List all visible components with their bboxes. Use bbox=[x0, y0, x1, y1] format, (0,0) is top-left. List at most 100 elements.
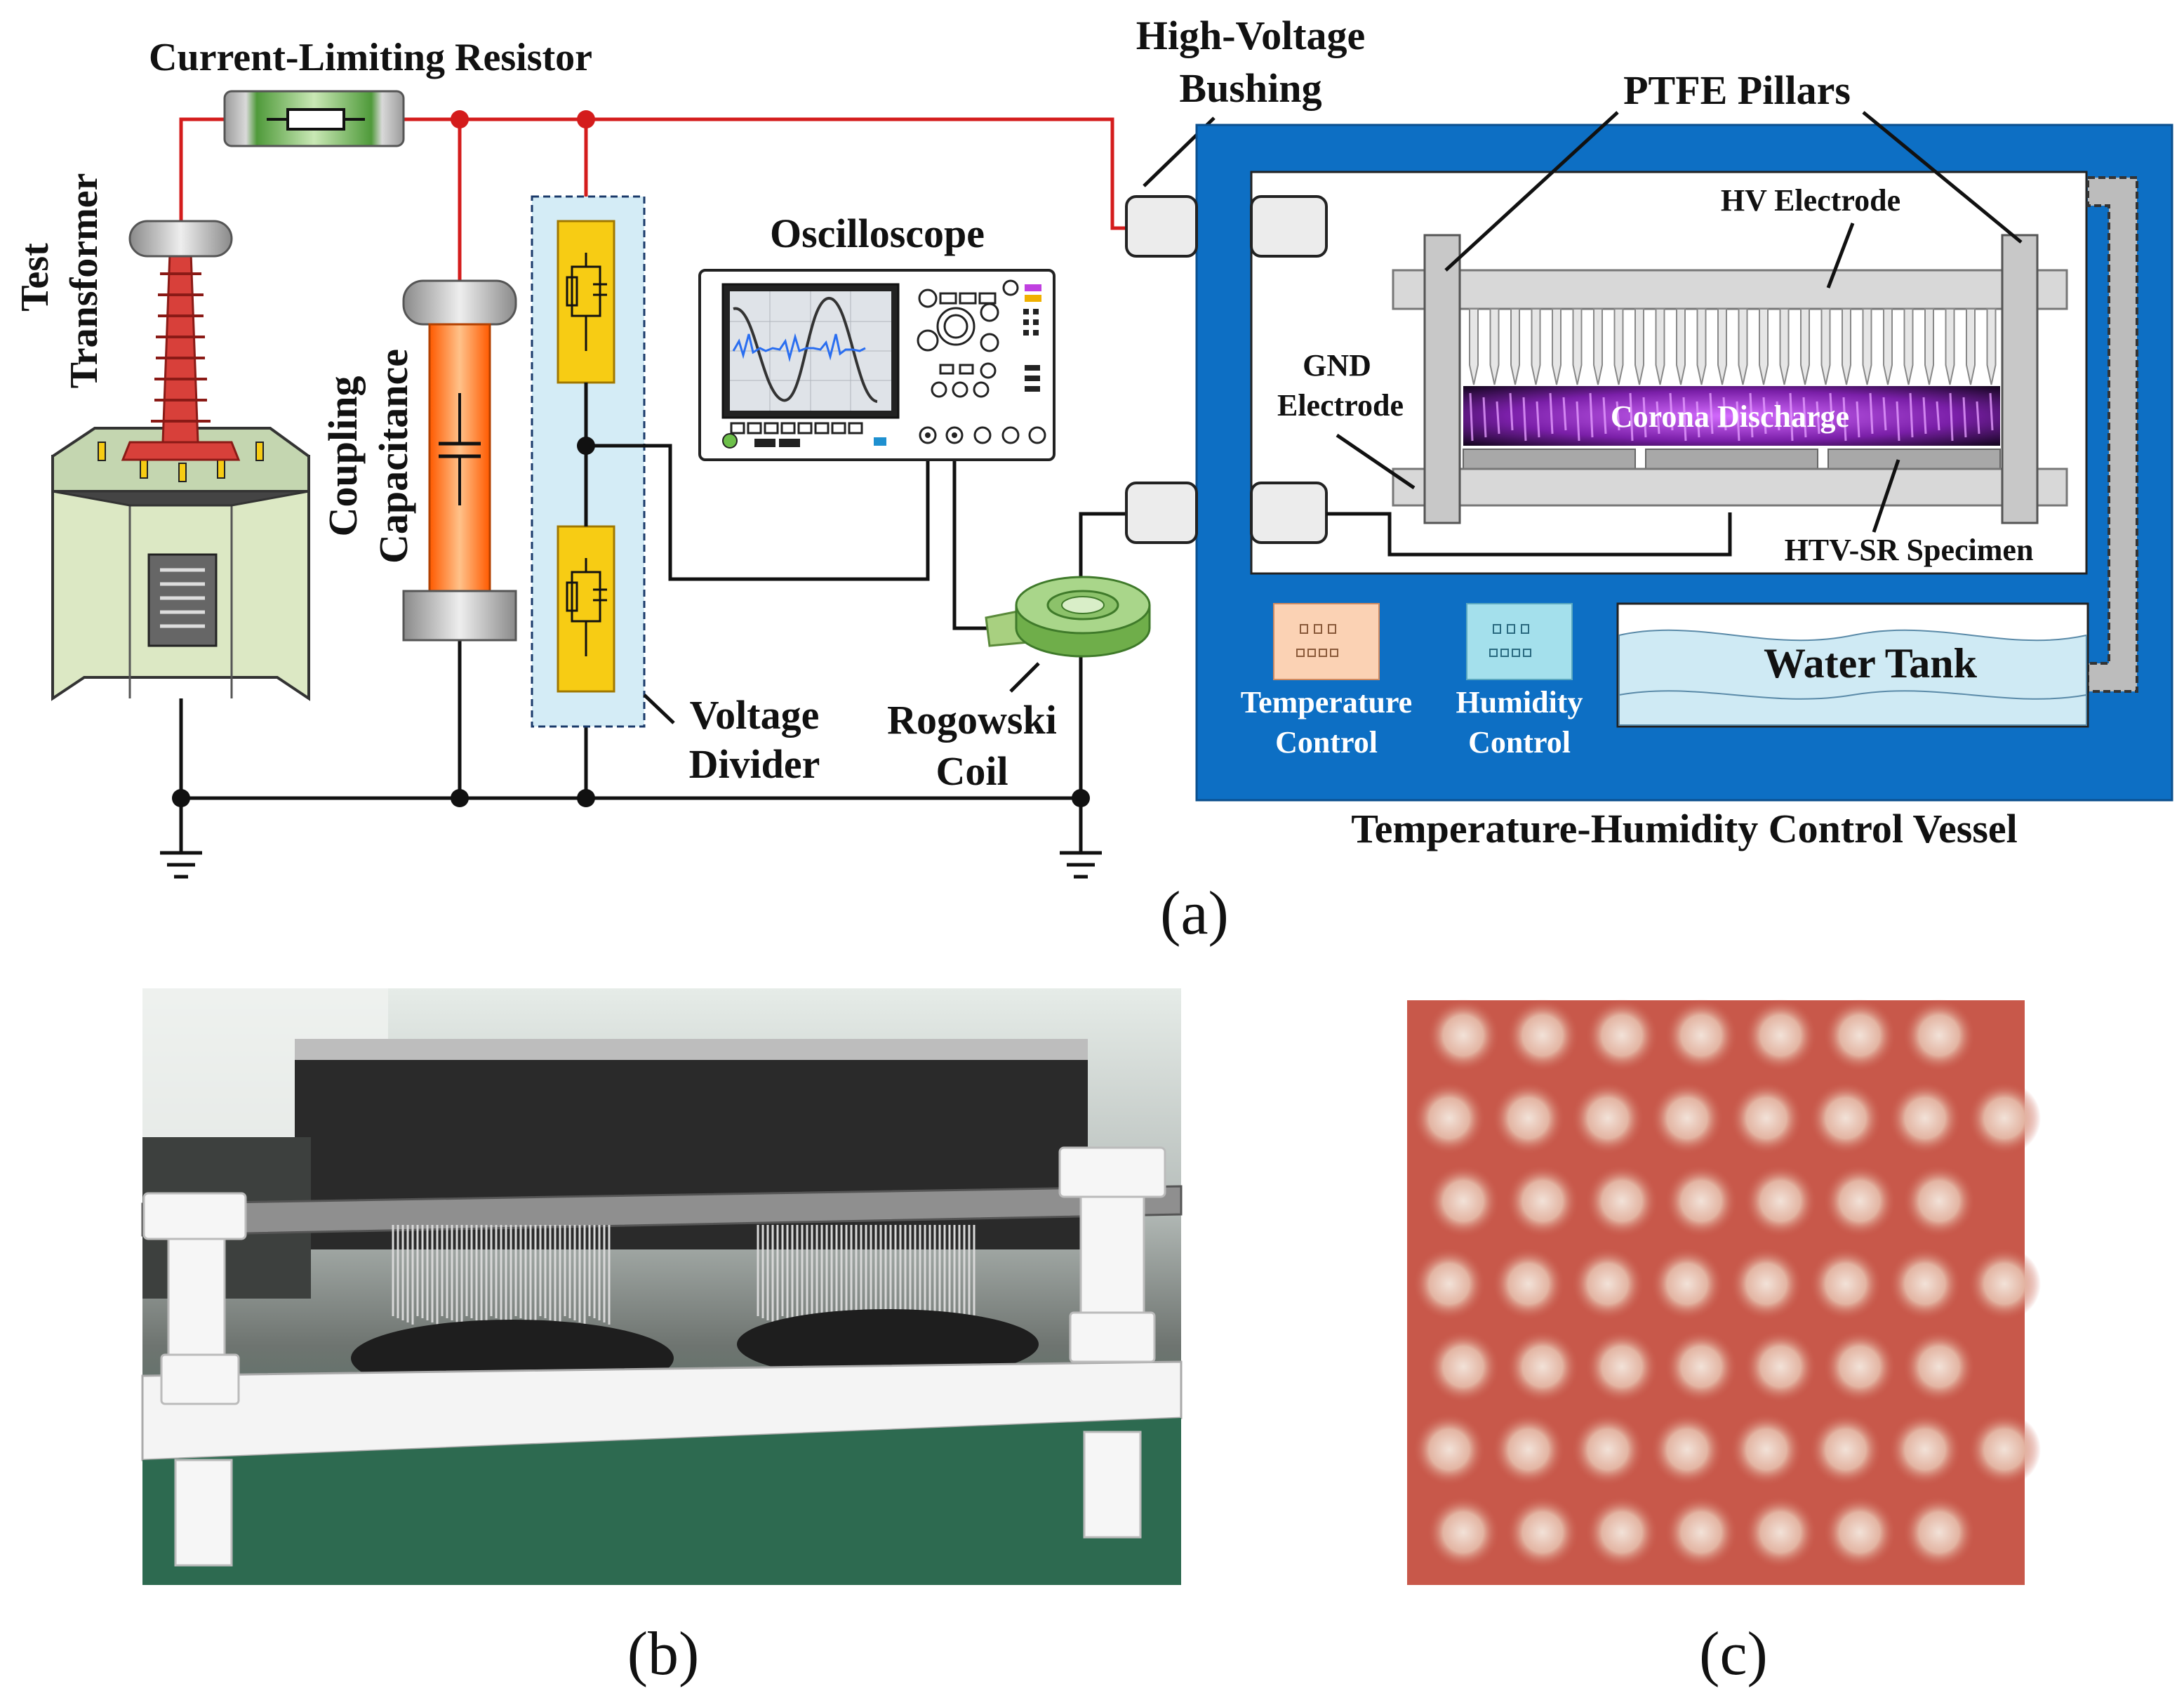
needle bbox=[1779, 308, 1790, 385]
temperature-control-panel bbox=[1273, 603, 1380, 680]
needle bbox=[1676, 308, 1686, 385]
needle bbox=[1531, 308, 1541, 385]
erosion-spot bbox=[1585, 1496, 1658, 1569]
corona-streak bbox=[1642, 397, 1647, 438]
erosion-spot bbox=[1744, 1496, 1817, 1569]
erosion-spot bbox=[1571, 1247, 1644, 1320]
erosion-spot bbox=[1730, 1413, 1803, 1486]
needle bbox=[1593, 308, 1603, 385]
erosion-spot bbox=[1889, 1247, 1962, 1320]
junction-dot bbox=[172, 789, 190, 807]
erosion-spot bbox=[1506, 1496, 1579, 1569]
erosion-spot bbox=[1823, 1330, 1896, 1403]
erosion-spot bbox=[1665, 1165, 1738, 1238]
needle bbox=[1489, 308, 1500, 385]
needle bbox=[1883, 308, 1893, 385]
corona-streak bbox=[1949, 392, 1954, 442]
ground-icon bbox=[160, 851, 202, 879]
corona-erosion-spots bbox=[1413, 999, 2041, 1569]
erosion-spot bbox=[1492, 1247, 1565, 1320]
erosion-spot bbox=[1903, 1165, 1976, 1238]
junction-dot bbox=[577, 789, 595, 807]
circuit-panel: Current-Limiting Resistor bbox=[13, 13, 1732, 879]
needle bbox=[1696, 308, 1707, 385]
junction-dot bbox=[451, 110, 469, 128]
corona-streak bbox=[1576, 401, 1580, 442]
erosion-spot bbox=[1492, 1413, 1565, 1486]
erosion-spot bbox=[1744, 1330, 1817, 1403]
corona-streak bbox=[1709, 392, 1714, 435]
erosion-spot bbox=[1585, 1165, 1658, 1238]
corona-streak bbox=[1736, 401, 1740, 442]
needle bbox=[1655, 308, 1665, 385]
erosion-spot bbox=[1809, 1247, 1882, 1320]
corona-streak bbox=[1682, 397, 1687, 442]
voltage-divider bbox=[531, 195, 646, 728]
erosion-spot bbox=[1903, 1330, 1976, 1403]
erosion-spot bbox=[1968, 1247, 2041, 1320]
needle bbox=[1903, 308, 1914, 385]
erosion-spot bbox=[1571, 1082, 1644, 1155]
caption-b: (b) bbox=[627, 1620, 700, 1688]
caption-c: (c) bbox=[1699, 1620, 1768, 1688]
erosion-spot bbox=[1427, 1496, 1500, 1569]
corona-streak bbox=[1789, 392, 1794, 442]
corona-streak bbox=[1656, 401, 1660, 435]
temperature-humidity-vessel: Corona Discharge PTFE Pillars HV Electro… bbox=[1125, 67, 2173, 851]
erosion-spot bbox=[1492, 1082, 1565, 1155]
junction-dot bbox=[1072, 789, 1090, 807]
caption-a: (a) bbox=[1160, 880, 1229, 948]
corona-streak bbox=[1549, 392, 1554, 435]
corona-streak bbox=[1776, 401, 1780, 431]
rogowski-coil-icon bbox=[985, 576, 1151, 658]
corona-streak bbox=[1962, 397, 1967, 438]
specimen bbox=[1645, 449, 1818, 470]
corona-streak bbox=[1989, 392, 1994, 431]
rogowski-label-1: Rogowski bbox=[887, 697, 1057, 743]
needle bbox=[1842, 308, 1851, 385]
needle bbox=[1613, 308, 1624, 385]
specimen-pointer bbox=[1872, 459, 1900, 533]
rogowski-signal-wire bbox=[952, 435, 997, 630]
erosion-spot bbox=[1506, 1330, 1579, 1403]
corona-streak bbox=[1496, 401, 1500, 435]
erosion-spot bbox=[1730, 1082, 1803, 1155]
capacitance-label-1: Coupling bbox=[320, 376, 366, 537]
specimen bbox=[1827, 449, 2001, 470]
corona-streak bbox=[1722, 397, 1727, 431]
corona-streaks bbox=[1469, 392, 1994, 442]
corona-streak bbox=[1829, 392, 1834, 431]
erosion-spot bbox=[1744, 1165, 1817, 1238]
junction-dot bbox=[577, 110, 595, 128]
erosion-spot bbox=[1730, 1247, 1803, 1320]
transformer-label-1: Test bbox=[13, 243, 57, 312]
needle-pins bbox=[392, 1225, 976, 1325]
needle bbox=[1510, 308, 1520, 385]
corona-streak bbox=[1816, 401, 1820, 435]
erosion-spot bbox=[1809, 1413, 1882, 1486]
erosion-spot bbox=[1968, 1413, 2041, 1486]
erosion-spot bbox=[1427, 1330, 1500, 1403]
needle bbox=[1738, 308, 1748, 385]
divider-label-2: Divider bbox=[689, 741, 820, 787]
resistor-icon bbox=[223, 90, 405, 147]
gnd-bushing-outer bbox=[1125, 482, 1198, 544]
temperature-label-2: Control bbox=[1275, 725, 1378, 760]
gnd-pointer bbox=[1336, 433, 1416, 490]
erosion-spot bbox=[1651, 1247, 1724, 1320]
test-transformer bbox=[51, 220, 310, 701]
erosion-spot bbox=[1903, 999, 1976, 1072]
water-tank-label: Water Tank bbox=[1764, 640, 1978, 687]
water-pipe bbox=[2086, 176, 2138, 693]
erosion-spot bbox=[1903, 1496, 1976, 1569]
corona-streak bbox=[1482, 397, 1487, 438]
erosion-spot bbox=[1823, 999, 1896, 1072]
erosion-spot bbox=[1823, 1165, 1896, 1238]
erosion-spot bbox=[1413, 1413, 1486, 1486]
transformer-label-2: Transformer bbox=[62, 173, 106, 389]
corona-streak bbox=[1616, 401, 1620, 431]
ptfe-bolts bbox=[142, 1146, 1166, 1567]
oscilloscope-icon bbox=[698, 269, 1056, 461]
hv-electrode-pointer bbox=[1826, 223, 1855, 288]
